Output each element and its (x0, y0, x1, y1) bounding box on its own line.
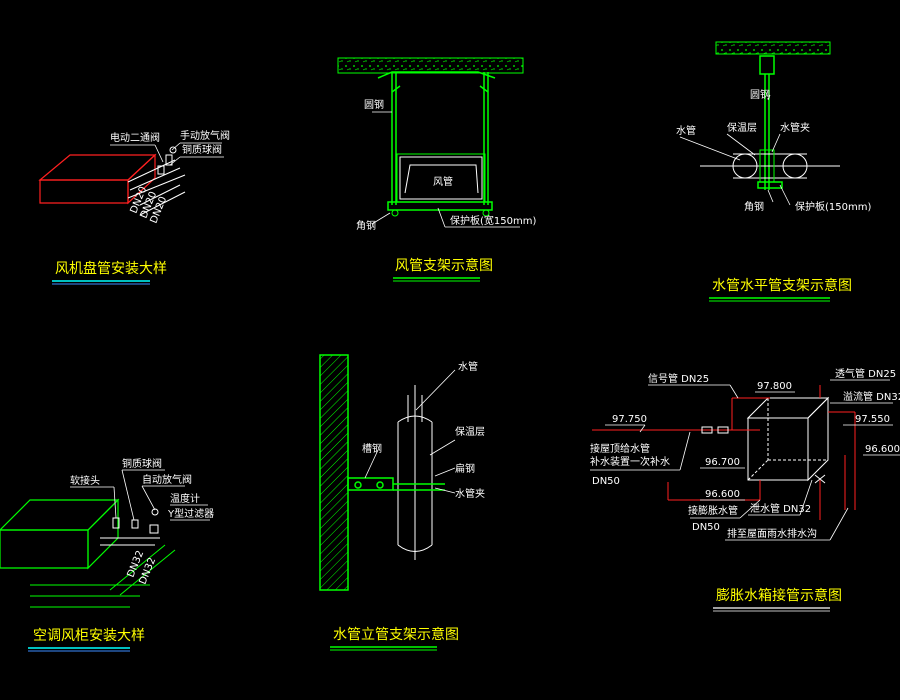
water-h-channel-label: 角钢 (744, 200, 764, 213)
water-h-rod-label: 圆钢 (750, 88, 770, 101)
riser-bracket (347, 477, 445, 491)
ahu-installation-detail: 软接头 铜质球阀 自动放气阀 温度计 Y型过滤器 DN32 DN32 空调风柜安… (0, 457, 214, 652)
expansion-tank-diagram: 信号管 DN25 97.800 透气管 DN25 溢流管 DN32 97.750… (590, 367, 900, 612)
riser-clamp-label: 水管夹 (455, 487, 485, 500)
riser-bolt-label: 扁钢 (455, 462, 475, 475)
tank-signal-label: 信号管 DN25 (648, 372, 709, 385)
ahu-unit-box (0, 498, 120, 570)
duct-rod-label: 圆钢 (364, 98, 384, 111)
water-h-clamp-label: 水管夹 (780, 121, 810, 134)
ahu-title: 空调风柜安装大样 (33, 628, 145, 644)
ahu-filter-label: Y型过滤器 (167, 507, 214, 520)
riser-title: 水管立管支架示意图 (333, 626, 459, 643)
fcu-dn-labels: DN20 DN20 DN20 (129, 185, 170, 225)
tank-expansion-label: 接膨胀水管 (688, 504, 738, 517)
duct-support-diagram: 圆钢 风管 角钢 保护板(宽150mm) 风管支架示意图 (337, 57, 536, 282)
tank-dn50-a: DN50 (592, 476, 620, 487)
tank-note-1: 接屋顶给水管 (590, 442, 650, 455)
ahu-soft-joint-label: 软接头 (70, 474, 100, 487)
riser-leaders (364, 369, 456, 494)
duct-guard-label: 保护板(宽150mm) (450, 214, 536, 227)
water-h-hanger (759, 55, 775, 190)
tank-vent-label: 透气管 DN25 (835, 367, 896, 380)
riser-support-diagram: 水管 保温层 槽钢 扁钢 水管夹 水管立管支架示意图 (319, 354, 485, 651)
fcu-unit-box (38, 153, 157, 205)
water-h-leaders (679, 94, 791, 206)
tank-title: 膨胀水箱接管示意图 (716, 587, 842, 604)
riser-insulation-label: 保温层 (455, 425, 485, 438)
ahu-piping (100, 508, 160, 546)
water-horizontal-support-diagram: 圆钢 水管 保温层 水管夹 角钢 保护板(150mm) 水管水平管支架示意图 (676, 41, 871, 302)
ahu-thermometer-label: 温度计 (170, 492, 200, 505)
water-h-insulation-label: 保温层 (727, 121, 757, 134)
water-h-title: 水管水平管支架示意图 (712, 277, 852, 294)
fcu-title: 风机盘管安装大样 (55, 260, 167, 277)
duct-bolts (391, 209, 490, 217)
fcu-motor-valve-label: 电动二通阀 (110, 131, 160, 144)
water-h-guard-label: 保护板(150mm) (795, 200, 871, 213)
duct-channel-label: 角钢 (356, 219, 376, 232)
riser-channel-label: 槽钢 (362, 442, 382, 455)
ahu-vent-valve-label: 自动放气阀 (142, 473, 192, 486)
tank-elev-97750: 97.750 (612, 414, 647, 425)
fcu-piping (127, 146, 186, 216)
ceiling-slab-right (715, 41, 831, 55)
riser-pipe (397, 385, 433, 560)
tank-leaders (590, 379, 900, 541)
tank-dn50-b: DN50 (692, 522, 720, 533)
fcu-vent-valve-label: 手动放气阀 (180, 129, 230, 142)
water-h-channel (757, 181, 783, 189)
wall-section (319, 354, 349, 591)
water-h-pipe (700, 149, 840, 183)
duct-hangers (377, 71, 496, 205)
fcu-leaders (110, 142, 224, 166)
tank-elev-96600: 96.600 (705, 489, 740, 500)
duct-leaders (371, 111, 520, 228)
tank-valves (701, 426, 826, 484)
fcu-copper-valve-label: 铜质球阀 (182, 143, 222, 156)
ahu-copper-valve-label: 铜质球阀 (122, 457, 162, 470)
tank-drain-label: 泄水管 DN32 (750, 502, 811, 515)
ceiling-slab (337, 57, 524, 74)
fcu-installation-detail: 电动二通阀 手动放气阀 铜质球阀 DN20 DN20 DN20 风机盘管安装大样 (38, 129, 230, 285)
tank-elev-96700: 96.700 (705, 457, 740, 468)
tank-elev-96600-right: 96.600 (865, 444, 900, 455)
ahu-leaders (70, 469, 210, 521)
tank-cube (746, 396, 830, 482)
tank-elev-97550: 97.550 (855, 414, 890, 425)
duct-support-title: 风管支架示意图 (395, 257, 493, 274)
riser-pipe-label: 水管 (458, 360, 478, 373)
duct-label: 风管 (433, 175, 453, 188)
ahu-base-rails (30, 544, 176, 608)
tank-overflow-label: 溢流管 DN32 (843, 390, 900, 403)
tank-top-elev: 97.800 (757, 381, 792, 392)
duct-channel-base (387, 201, 493, 211)
tank-drain-note: 排至屋面雨水排水沟 (727, 527, 817, 540)
water-h-pipe-label: 水管 (676, 124, 696, 137)
tank-note-2: 补水装置一次补水 (590, 455, 670, 468)
